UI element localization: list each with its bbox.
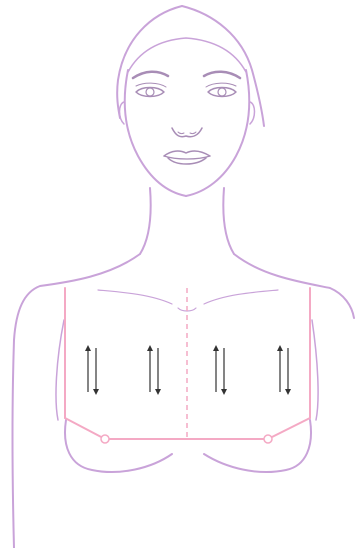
neck-and-shoulders <box>13 188 355 548</box>
hair-outline-right <box>182 6 264 126</box>
eye-left <box>136 88 164 97</box>
arrow-pair-2 <box>150 348 158 392</box>
neck-left <box>140 188 151 254</box>
breast-right <box>204 420 311 472</box>
collarbone-left <box>98 290 172 304</box>
head <box>117 6 264 196</box>
collarbone-right <box>204 290 278 304</box>
upper-lip <box>164 151 210 156</box>
eyelid-right <box>206 83 236 87</box>
forehead-line <box>128 38 246 72</box>
eye-right <box>208 88 236 97</box>
arrow-pair-3 <box>216 348 224 392</box>
iris-left <box>146 88 154 96</box>
ear-left <box>120 102 125 124</box>
nose <box>172 128 202 137</box>
shoulder-left <box>13 254 141 548</box>
nostril-right <box>190 132 196 134</box>
anchor-point-right <box>264 435 272 443</box>
iris-right <box>218 88 226 96</box>
face-details <box>133 72 240 164</box>
shoulder-right <box>234 254 354 318</box>
breasts <box>65 420 311 472</box>
anchor-point-left <box>101 435 109 443</box>
hair-outline <box>117 6 182 118</box>
breast-left <box>65 420 172 472</box>
arm-inner-right <box>312 320 318 420</box>
eyebrow-right <box>204 72 240 78</box>
arrow-pair-4 <box>280 348 288 392</box>
nostril-left <box>178 132 184 134</box>
face-outline-left <box>125 70 186 196</box>
ear-right <box>250 102 255 124</box>
neck-right <box>223 188 234 254</box>
arrow-pair-1 <box>88 348 96 392</box>
eyelid-left <box>136 83 166 87</box>
adjustment-arrows <box>88 348 288 392</box>
eyebrow-left <box>133 72 168 78</box>
arm-inner-left <box>56 320 64 420</box>
lip-line <box>164 156 210 159</box>
